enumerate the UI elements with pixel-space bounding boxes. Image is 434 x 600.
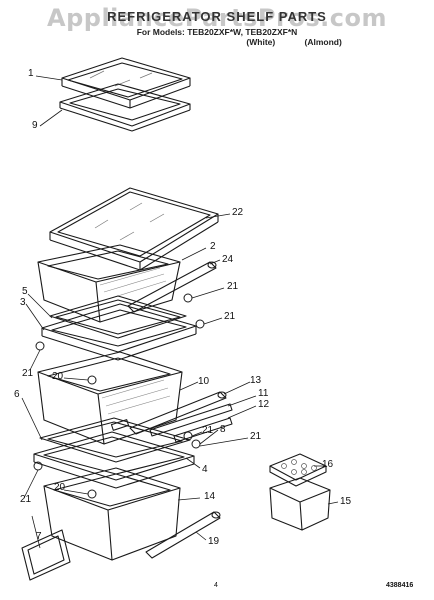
callout-6: 6 — [14, 389, 20, 400]
watermark: AppliancePartsPros.com — [47, 4, 387, 32]
callout-21-f: 21 — [20, 494, 32, 505]
slide-bracket — [149, 403, 233, 443]
lower-shelf-frame — [33, 431, 195, 489]
drawer-label-card — [21, 529, 71, 581]
document-number: 4388416 — [386, 582, 414, 589]
color-white: (White) — [246, 37, 276, 47]
color-variants: (White) (Almond) — [0, 37, 434, 47]
callout-11: 11 — [258, 388, 269, 399]
callout-21-e: 21 — [250, 431, 262, 442]
callout-4: 4 — [202, 464, 208, 475]
callout-13: 13 — [250, 375, 262, 386]
callout-15: 15 — [340, 496, 352, 507]
callout-20-a: 20 — [52, 371, 64, 382]
callout-14: 14 — [204, 491, 216, 502]
storage-bin — [269, 477, 331, 531]
leader-lines — [21, 75, 339, 549]
callout-9: 9 — [32, 120, 38, 131]
model-numbers: For Models: TEB20ZXF*W, TEB20ZXF*N — [136, 27, 298, 37]
callout-12: 12 — [258, 399, 270, 410]
callout-1: 1 — [28, 68, 34, 79]
callout-10: 10 — [198, 376, 210, 387]
crisper-cover-glass — [49, 187, 219, 271]
callout-21-b: 21 — [224, 311, 236, 322]
drawer-rail-upper — [127, 261, 217, 313]
callout-21-a: 21 — [227, 281, 239, 292]
middle-crisper-drawer — [37, 351, 183, 445]
callout-5: 5 — [22, 286, 28, 297]
callout-3: 3 — [20, 297, 26, 308]
callout-19: 19 — [208, 536, 220, 547]
callout-2: 2 — [210, 241, 216, 252]
drawer-rail-bottom — [145, 511, 221, 559]
callout-21-d: 21 — [202, 425, 214, 436]
shelf-frame — [59, 83, 191, 132]
upper-crisper-drawer — [37, 244, 181, 323]
page-number: 4 — [214, 582, 218, 589]
top-glass-shelf — [61, 57, 191, 109]
middle-glass-shelf — [49, 295, 187, 339]
callout-8: 8 — [220, 424, 226, 435]
callout-22: 22 — [232, 207, 244, 218]
drawer-rail-middle — [129, 391, 227, 435]
bottom-crisper-drawer — [43, 467, 181, 561]
callout-16: 16 — [322, 459, 334, 470]
diagram-title: REFRIGERATOR SHELF PARTS — [107, 9, 327, 24]
callout-7: 7 — [36, 531, 42, 542]
callout-20-b: 20 — [54, 482, 66, 493]
color-almond: (Almond) — [304, 37, 342, 47]
callout-21-c: 21 — [22, 368, 34, 379]
callout-24: 24 — [222, 254, 234, 265]
egg-tray — [269, 453, 327, 487]
